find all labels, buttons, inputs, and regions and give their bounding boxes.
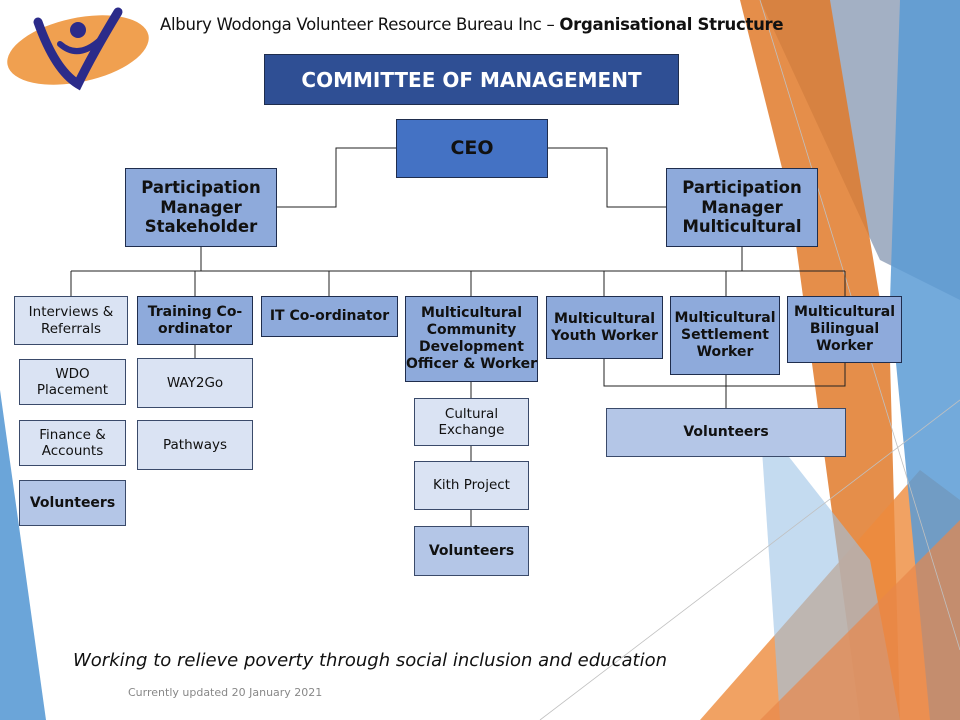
finance-accounts-box: Finance & Accounts	[19, 420, 126, 466]
ceo-box: CEO	[396, 119, 548, 178]
interviews-referrals-box: Interviews & Referrals	[14, 296, 128, 345]
training-coordinator-box: Training Co-ordinator	[137, 296, 253, 345]
it-coordinator-box: IT Co-ordinator	[261, 296, 398, 337]
pathways-box: Pathways	[137, 420, 253, 470]
org-name: Albury Wodonga Volunteer Resource Bureau…	[160, 15, 555, 34]
v-figure-logo-icon	[7, 7, 149, 91]
thin-line-2	[539, 399, 960, 720]
wdo-placement-box: WDO Placement	[19, 359, 126, 405]
kith-project-box: Kith Project	[414, 461, 529, 510]
youth-worker-box: Multicultural Youth Worker	[546, 296, 663, 359]
connector-ceo-managers	[276, 147, 667, 208]
mcdo-box: Multicultural Community Development Offi…	[405, 296, 538, 382]
page-title: Albury Wodonga Volunteer Resource Bureau…	[160, 15, 784, 34]
updated-date: Currently updated 20 January 2021	[128, 686, 323, 699]
volunteers-right-box: Volunteers	[606, 408, 846, 457]
connector-drops	[70, 271, 846, 296]
volunteers-middle-box: Volunteers	[414, 526, 529, 576]
manager-stakeholder-box: Participation Manager Stakeholder	[125, 168, 277, 247]
blue-band-left	[0, 390, 46, 720]
tagline: Working to relieve poverty through socia…	[73, 650, 667, 671]
bilingual-worker-box: Multicultural Bilingual Worker	[787, 296, 902, 363]
doc-title: Organisational Structure	[559, 15, 784, 34]
orange-band-bottom	[760, 520, 960, 720]
cultural-exchange-box: Cultural Exchange	[414, 398, 529, 446]
connector-right-volunteers	[603, 359, 846, 408]
manager-multicultural-box: Participation Manager Multicultural	[666, 168, 818, 247]
way2go-box: WAY2Go	[137, 358, 253, 408]
committee-of-management-box: COMMITTEE OF MANAGEMENT	[264, 54, 679, 105]
settlement-worker-box: Multicultural Settlement Worker	[670, 296, 780, 375]
volunteers-left-box: Volunteers	[19, 480, 126, 526]
